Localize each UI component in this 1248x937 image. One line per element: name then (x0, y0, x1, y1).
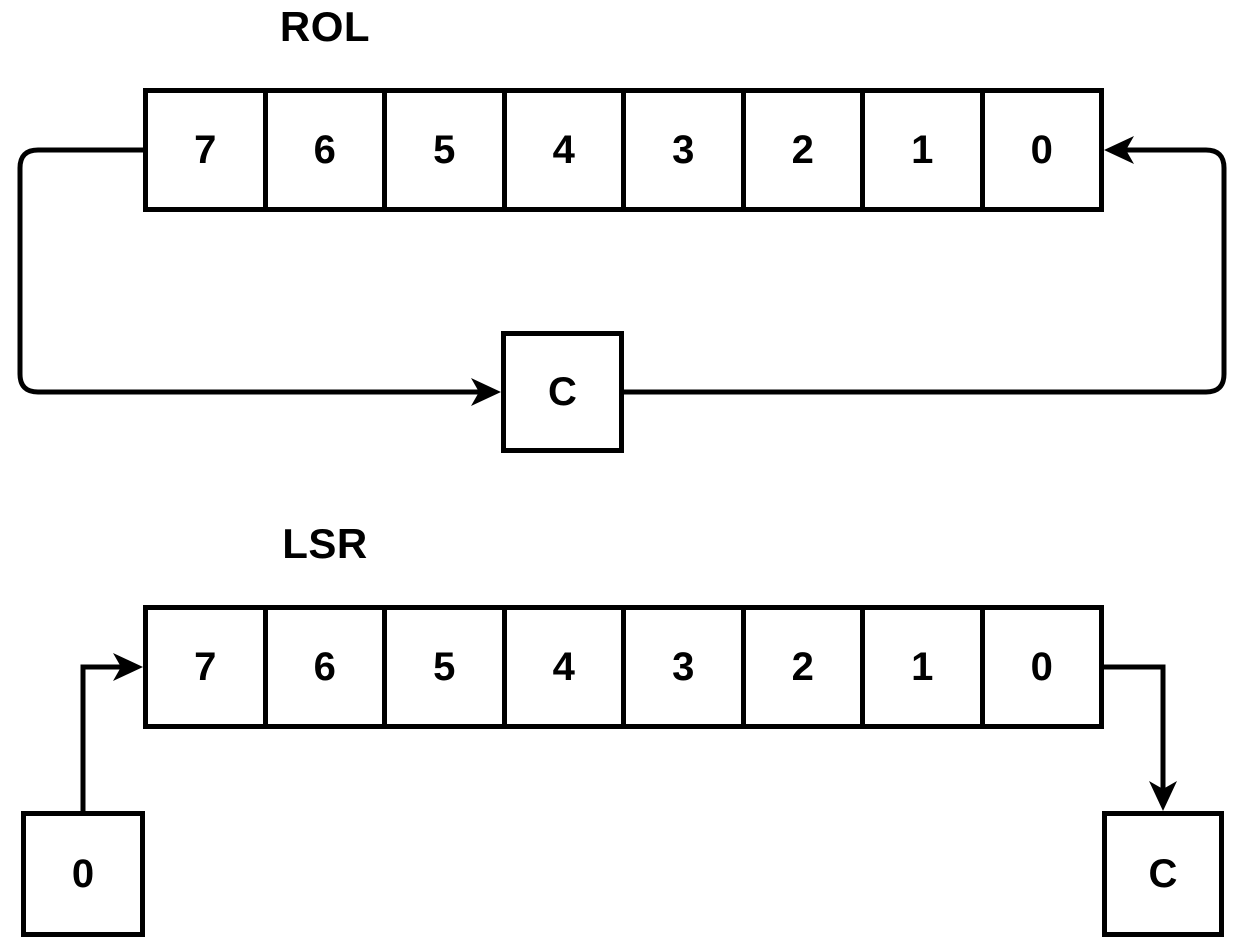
lsr-register: 7 6 5 4 3 2 1 0 (143, 605, 1104, 729)
lsr-lsb-to-carry-wire (1104, 664, 1166, 797)
lsr-bit-cell-2: 2 (746, 610, 865, 724)
lsr-bit-cell-5: 5 (387, 610, 507, 724)
lsr-zero-to-msb-arrowhead (113, 653, 143, 681)
lsr-bit-cell-1: 1 (865, 610, 985, 724)
rol-bit-cell-7: 7 (148, 93, 268, 207)
rol-bit-cell-1: 1 (865, 93, 985, 207)
lsr-bit-cell-0: 0 (1030, 645, 1053, 689)
lsr-title: LSR (282, 520, 368, 567)
rol-bit-cell-4: 4 (507, 93, 626, 207)
lsr-zero-fill-box: 0 (21, 811, 145, 937)
rol-bit-cell-2: 2 (746, 93, 865, 207)
rol-bit-cell-3: 3 (626, 93, 746, 207)
rol-bit-cell-6: 6 (268, 93, 387, 207)
rol-carry-flag-box: C (501, 331, 624, 453)
lsr-bit-cell-4: 4 (507, 610, 626, 724)
lsr-zero-to-msb-wire (80, 664, 129, 811)
rol-msb-to-carry-arrowhead (471, 378, 501, 406)
lsr-bit-cell-7: 7 (148, 610, 268, 724)
lsr-bit-cell-3: 3 (626, 610, 746, 724)
lsr-bit-cell-6: 6 (268, 610, 387, 724)
rol-title: ROL (279, 3, 371, 50)
rol-bit-cell-0: 0 (1030, 128, 1053, 172)
lsr-lsb-to-carry-arrowhead (1149, 781, 1177, 811)
rol-carry-to-lsb-arrowhead (1104, 136, 1134, 164)
rol-register: 7 6 5 4 3 2 1 0 (143, 88, 1104, 212)
rol-bit-cell-5: 5 (387, 93, 507, 207)
lsr-carry-flag-box: C (1102, 811, 1224, 937)
